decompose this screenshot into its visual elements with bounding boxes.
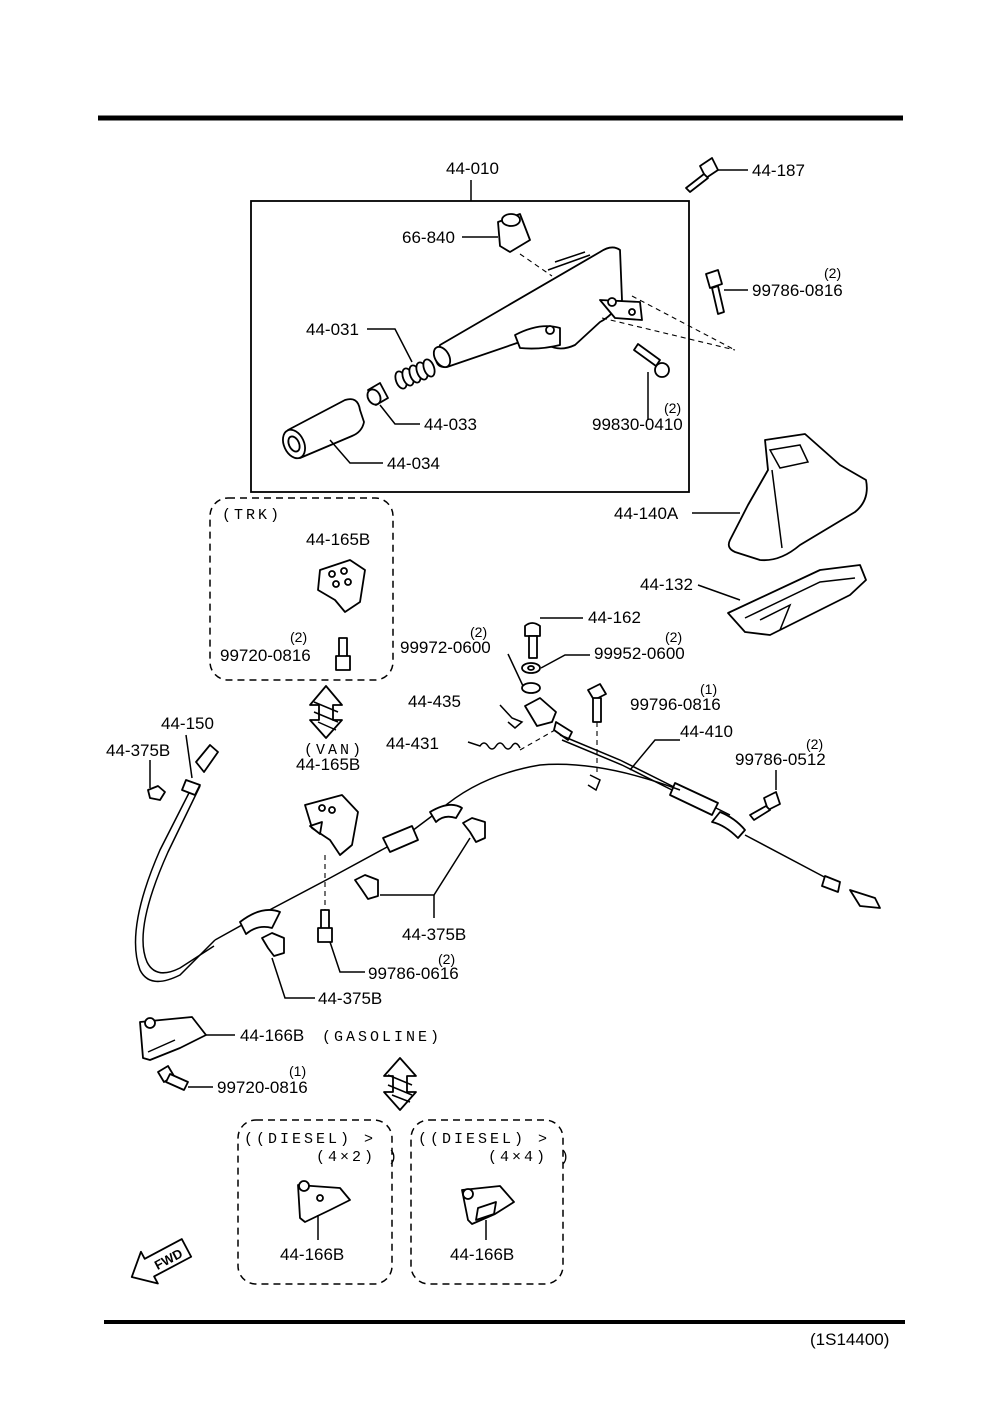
bolt-99786-0816 <box>705 269 725 315</box>
label-44-165B-van: 44-165B <box>296 755 360 774</box>
return-spring <box>467 741 521 750</box>
label-44-166B-diesel-4x4: 44-166B <box>450 1245 514 1264</box>
label-44-033: 44-033 <box>424 415 477 434</box>
bracket-diesel-4x4 <box>461 1185 515 1225</box>
clip-44-375B-c <box>261 932 285 957</box>
qty-99786-0816: (2) <box>824 265 841 281</box>
label-44-166B-diesel-4x2: 44-166B <box>280 1245 344 1264</box>
lever-grip <box>282 398 365 460</box>
label-44-375B-low: 44-375B <box>318 989 382 1008</box>
label-99786-0616: 99786-0616 <box>368 964 459 983</box>
label-99972-0600: 99972-0600 <box>400 638 491 657</box>
label-44-140A: 44-140A <box>614 504 679 523</box>
qty-99786-0616: (2) <box>438 951 455 967</box>
rear-cable <box>214 763 681 941</box>
long-cable <box>134 784 216 983</box>
group-diesel-4x4-line2: (4×4) ) <box>488 1149 572 1166</box>
bushing <box>366 382 389 406</box>
label-44-435: 44-435 <box>408 692 461 711</box>
label-44-375B-left: 44-375B <box>106 741 170 760</box>
bolt-99786-0512 <box>749 791 781 821</box>
diesel-4x4-group-box <box>410 1119 564 1285</box>
forward-arrow-icon: FWD <box>130 1238 193 1285</box>
qty-99720-0816: (1) <box>289 1063 306 1079</box>
console-panel <box>727 564 867 636</box>
label-99786-0816: 99786-0816 <box>752 281 843 300</box>
qty-99952-0600: (2) <box>665 629 682 645</box>
bracket-gasoline <box>139 1016 207 1061</box>
label-99796-0816: 99796-0816 <box>630 695 721 714</box>
lever-assembly-box <box>250 200 690 493</box>
qty-99972-0600: (2) <box>470 624 487 640</box>
group-trk: (TRK) <box>222 507 282 524</box>
label-99830-0410: 99830-0410 <box>592 415 683 434</box>
bolt-99720-0816-trk <box>335 637 351 671</box>
clip-44-375B-b <box>354 874 379 900</box>
qty-99796-0816: (1) <box>700 681 717 697</box>
group-van: (VAN) <box>304 742 364 759</box>
label-44-010: 44-010 <box>446 159 499 178</box>
label-44-162: 44-162 <box>588 608 641 627</box>
spring <box>394 358 436 390</box>
label-44-431: 44-431 <box>386 734 439 753</box>
label-99720-0816-trk: 99720-0816 <box>220 646 311 665</box>
diesel-4x2-group-box <box>237 1119 393 1285</box>
qty-99720-0816-trk: (2) <box>290 629 307 645</box>
group-gasoline: (GASOLINE) <box>322 1029 442 1046</box>
console-boot <box>727 433 868 562</box>
qty-99830-0410: (2) <box>664 400 681 416</box>
bracket-van <box>304 794 359 856</box>
trk-group-box <box>209 497 394 681</box>
group-diesel-4x2-line1: ((DIESEL) > <box>244 1131 376 1148</box>
clip-44-375B-d <box>147 785 166 801</box>
label-99786-0512: 99786-0512 <box>735 750 826 769</box>
tapping-screw <box>633 343 670 378</box>
bolt-99720-0816 <box>157 1065 189 1091</box>
label-44-150: 44-150 <box>161 714 214 733</box>
label-44-034: 44-034 <box>387 454 440 473</box>
label-44-187: 44-187 <box>752 161 805 180</box>
bracket-diesel-4x2 <box>297 1180 351 1223</box>
label-44-410: 44-410 <box>680 722 733 741</box>
label-44-031: 44-031 <box>306 320 359 339</box>
label-66-840: 66-840 <box>402 228 455 247</box>
label-44-375B-mid: 44-375B <box>402 925 466 944</box>
equalizer <box>524 697 557 727</box>
label-44-166B: 44-166B <box>240 1026 304 1045</box>
label-44-132: 44-132 <box>640 575 693 594</box>
bolt-44-187 <box>685 157 719 193</box>
label-99720-0816: 99720-0816 <box>217 1078 308 1097</box>
group-diesel-4x2-line2: (4×2) ) <box>316 1149 400 1166</box>
bracket-trk <box>317 559 366 613</box>
clip-44-435 <box>499 704 524 729</box>
label-44-165B-trk: 44-165B <box>306 530 370 549</box>
bolt-99786-0616 <box>317 909 333 943</box>
clip-44-375B-a <box>462 817 486 843</box>
group-diesel-4x4-line1: ((DIESEL) > <box>418 1131 550 1148</box>
label-99952-0600: 99952-0600 <box>594 644 685 663</box>
figure-code: (1S14400) <box>810 1330 889 1349</box>
variant-arrow-trk-van <box>309 685 343 739</box>
pin-44-162 <box>524 622 541 659</box>
qty-99786-0512: (2) <box>806 736 823 752</box>
bolt-99796-0816 <box>587 683 607 723</box>
